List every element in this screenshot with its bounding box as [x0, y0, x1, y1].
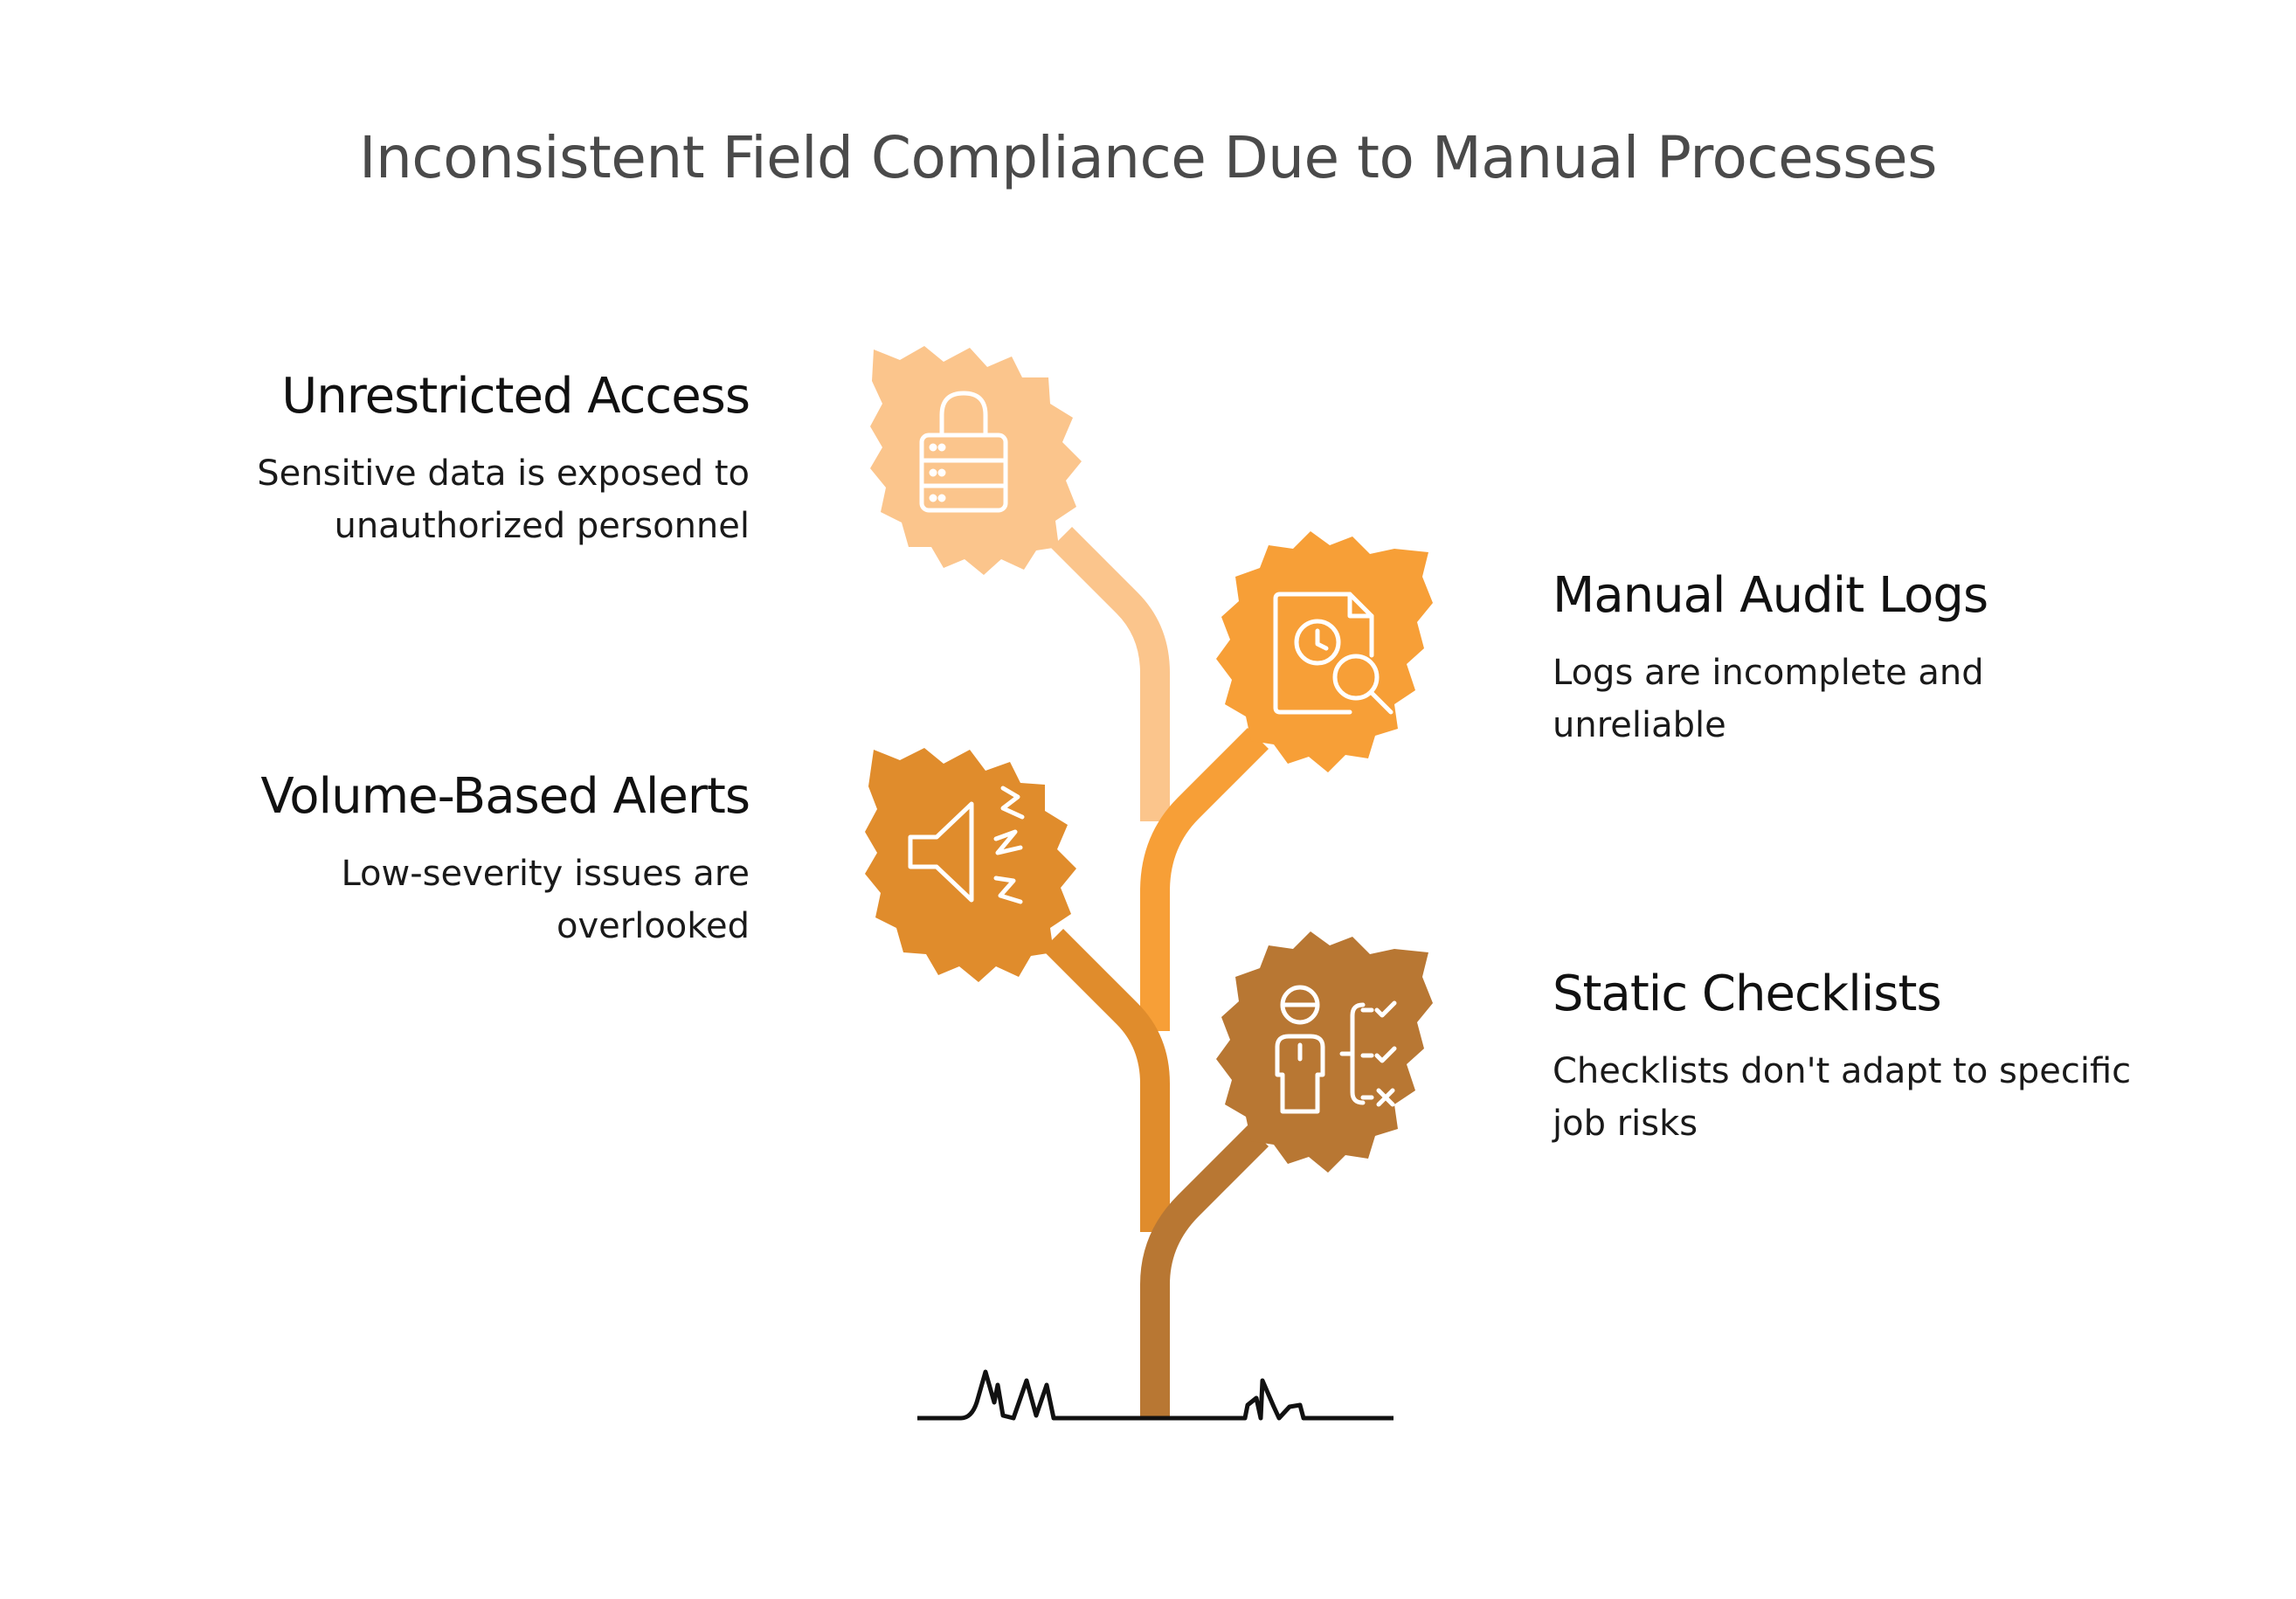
item-static-checklists: Static Checklists Checklists don't adapt… — [1553, 965, 2131, 1150]
document-clock-search-icon — [1273, 592, 1394, 715]
stem-volume-based-alerts — [1041, 928, 1170, 1232]
item-unrestricted-access: Unrestricted Access Sensitive data is ex… — [257, 367, 750, 552]
item-volume-based-alerts: Volume-Based Alerts Low-severity issues … — [260, 767, 750, 952]
leaf-manual-audit-logs — [1216, 531, 1433, 772]
server-lock-icon — [919, 391, 1008, 513]
speaker-alert-icon — [908, 786, 1025, 904]
stem-static-checklists — [1140, 1125, 1269, 1420]
leaf-volume-based-alerts — [865, 748, 1076, 982]
worker-checklist-icon — [1275, 985, 1397, 1114]
leaf-unrestricted-access — [870, 346, 1082, 575]
stem-manual-audit-logs — [1140, 727, 1269, 1031]
page-title: Inconsistent Field Compliance Due to Man… — [359, 124, 1938, 191]
item-heading: Unrestricted Access — [281, 368, 750, 425]
item-description: Low-severity issues are overlooked — [341, 854, 750, 946]
leaf-static-checklists — [1216, 931, 1433, 1173]
item-description: Logs are incomplete and unreliable — [1553, 653, 1984, 745]
item-manual-audit-logs: Manual Audit Logs Logs are incomplete an… — [1553, 566, 1988, 751]
item-description: Sensitive data is exposed to unauthorize… — [257, 453, 750, 546]
item-heading: Volume-Based Alerts — [260, 768, 750, 825]
item-heading: Static Checklists — [1553, 966, 1942, 1022]
ground-line — [917, 1369, 1394, 1421]
item-description: Checklists don't adapt to specific job r… — [1553, 1051, 2132, 1144]
stem-unrestricted-access — [1050, 526, 1170, 821]
item-heading: Manual Audit Logs — [1553, 567, 1988, 624]
